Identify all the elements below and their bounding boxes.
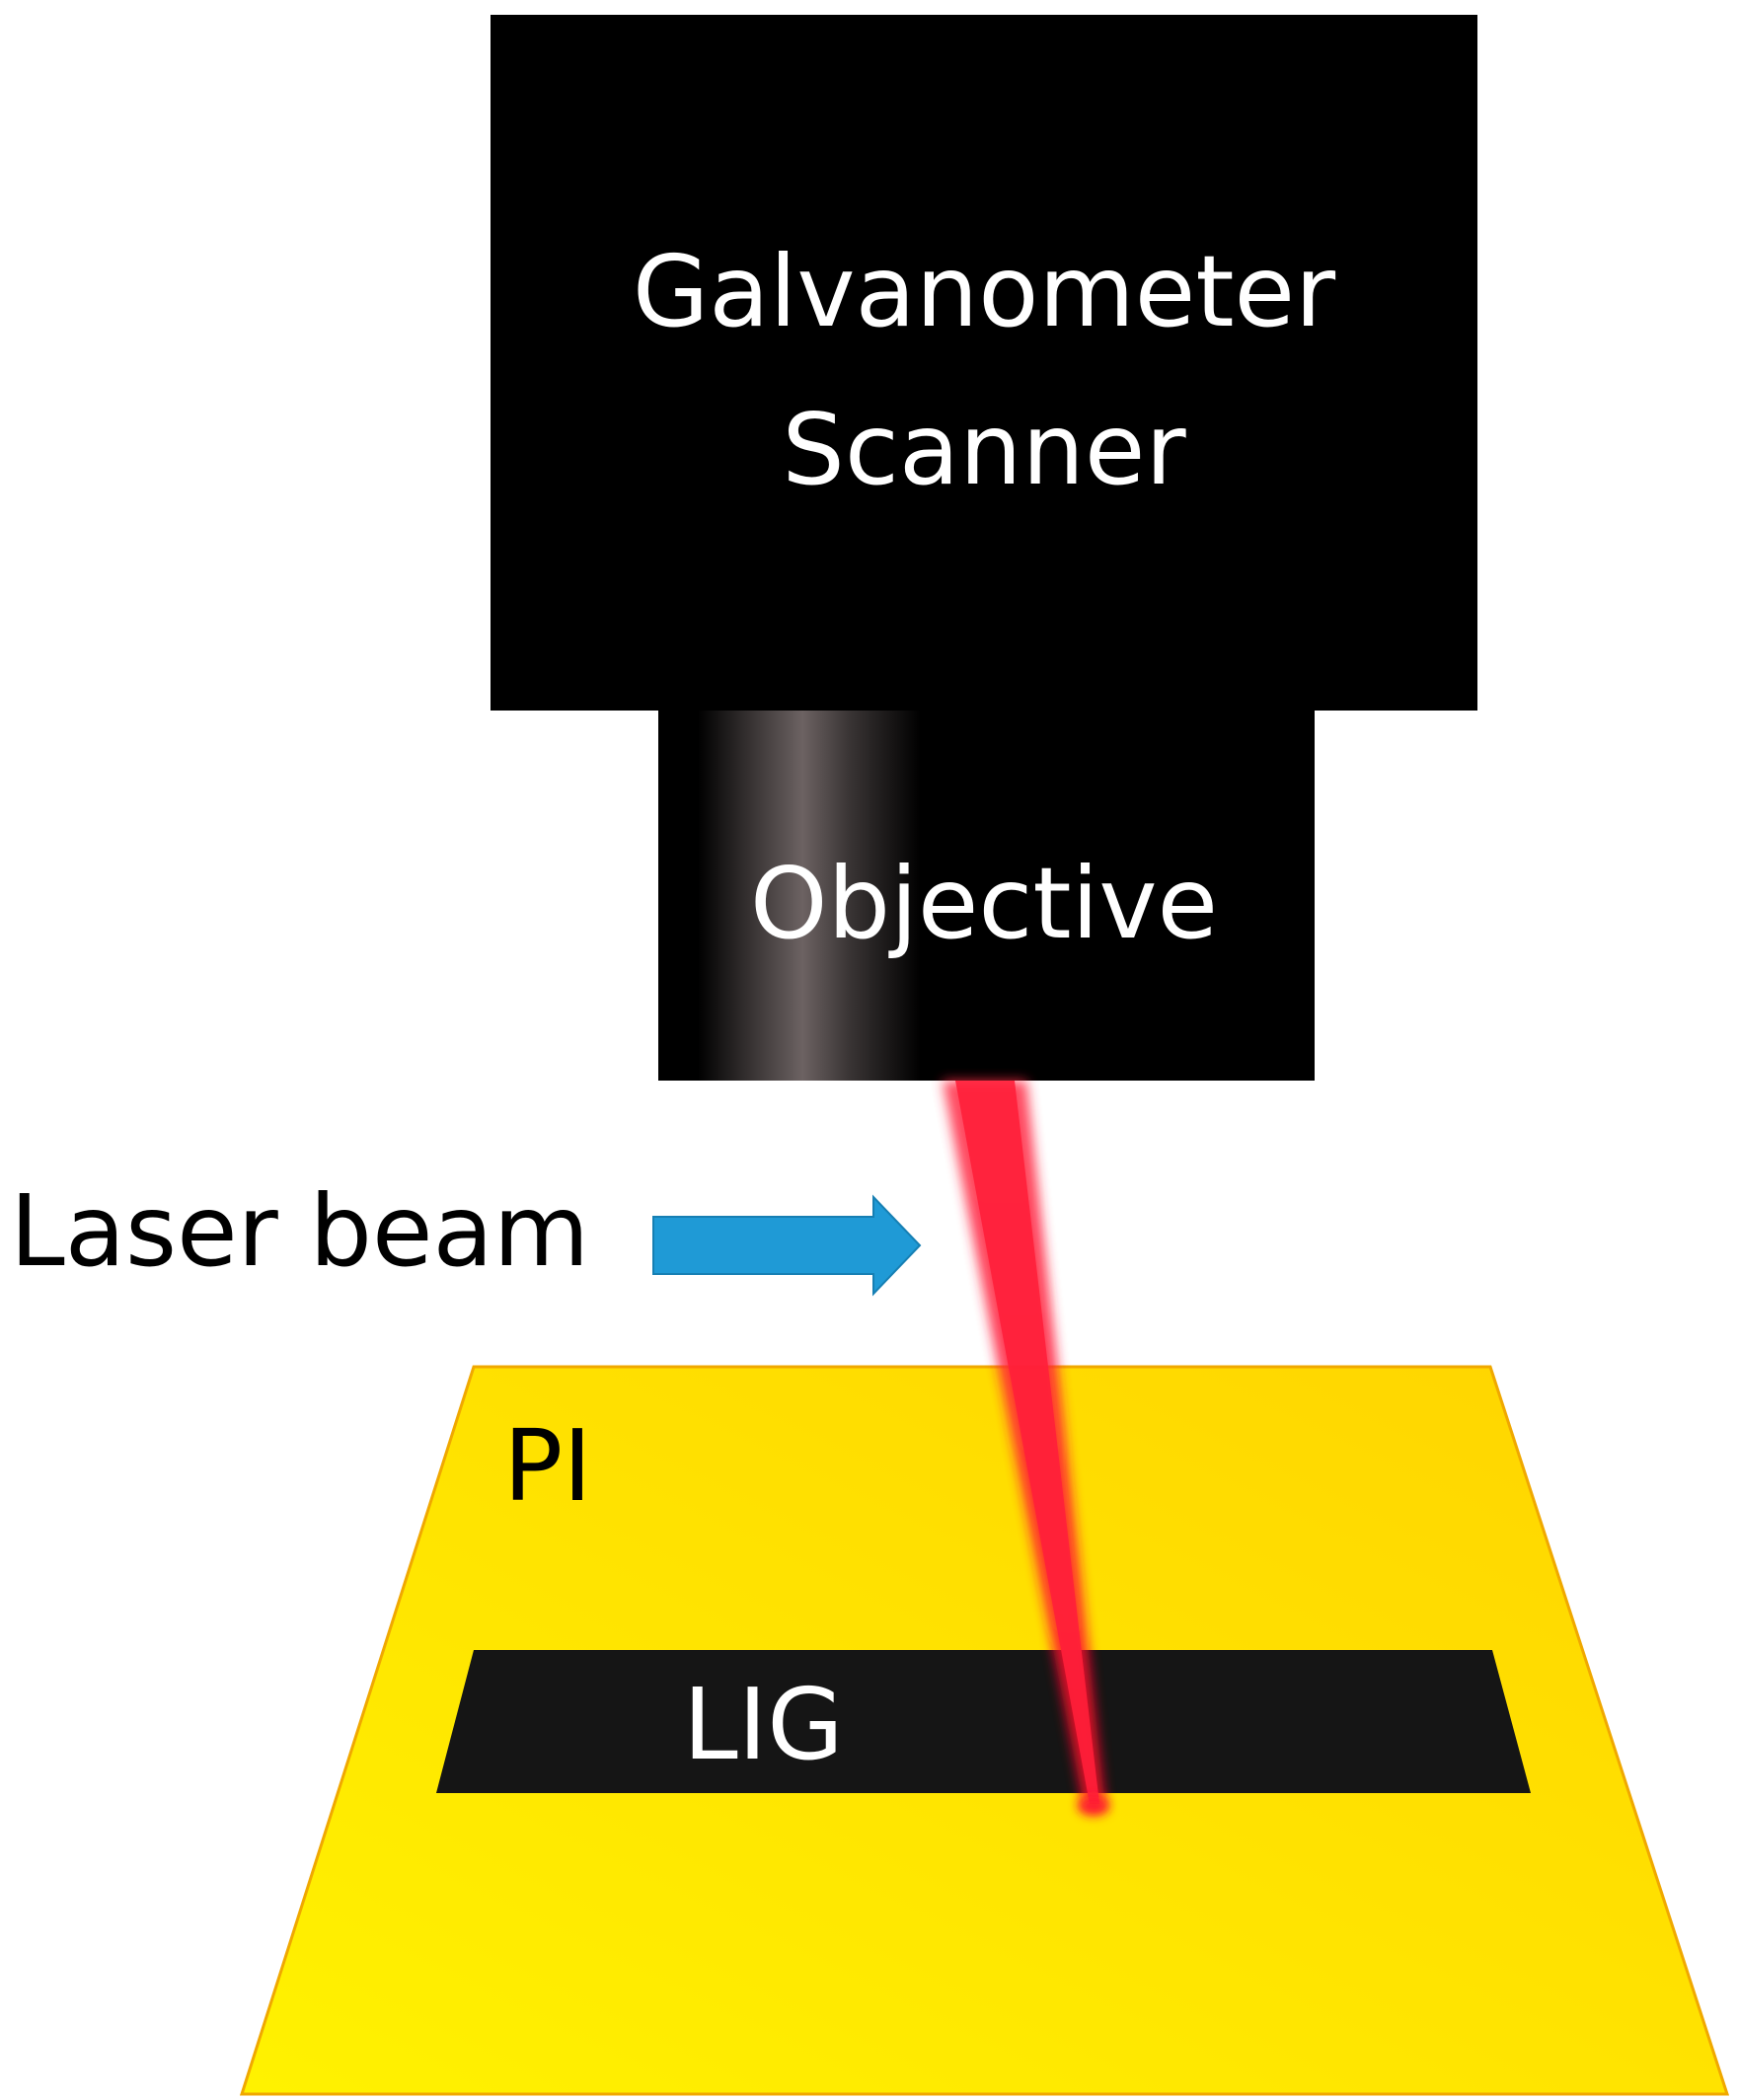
lig-track: LIG bbox=[436, 1650, 1531, 1793]
laser-beam-callout: Laser beam bbox=[10, 1173, 922, 1297]
laser-beam-core bbox=[955, 1081, 1099, 1804]
scanner-label-line2: Scanner bbox=[782, 392, 1186, 507]
lig-strip bbox=[436, 1650, 1531, 1793]
scanner-body bbox=[491, 15, 1477, 711]
laser-beam bbox=[943, 1081, 1109, 1816]
pi-label: PI bbox=[503, 1408, 592, 1524]
objective-label: Objective bbox=[750, 846, 1218, 961]
laser-beam-arrow-icon bbox=[652, 1194, 922, 1297]
laser-spot bbox=[1078, 1796, 1109, 1816]
objective: Objective bbox=[658, 711, 1315, 1081]
galvanometer-scanner: Galvanometer Scanner bbox=[491, 15, 1477, 711]
lig-label: LIG bbox=[683, 1667, 844, 1782]
objective-body bbox=[658, 711, 1315, 1081]
scanner-label-line1: Galvanometer bbox=[633, 234, 1336, 349]
laser-beam-label: Laser beam bbox=[10, 1173, 589, 1289]
